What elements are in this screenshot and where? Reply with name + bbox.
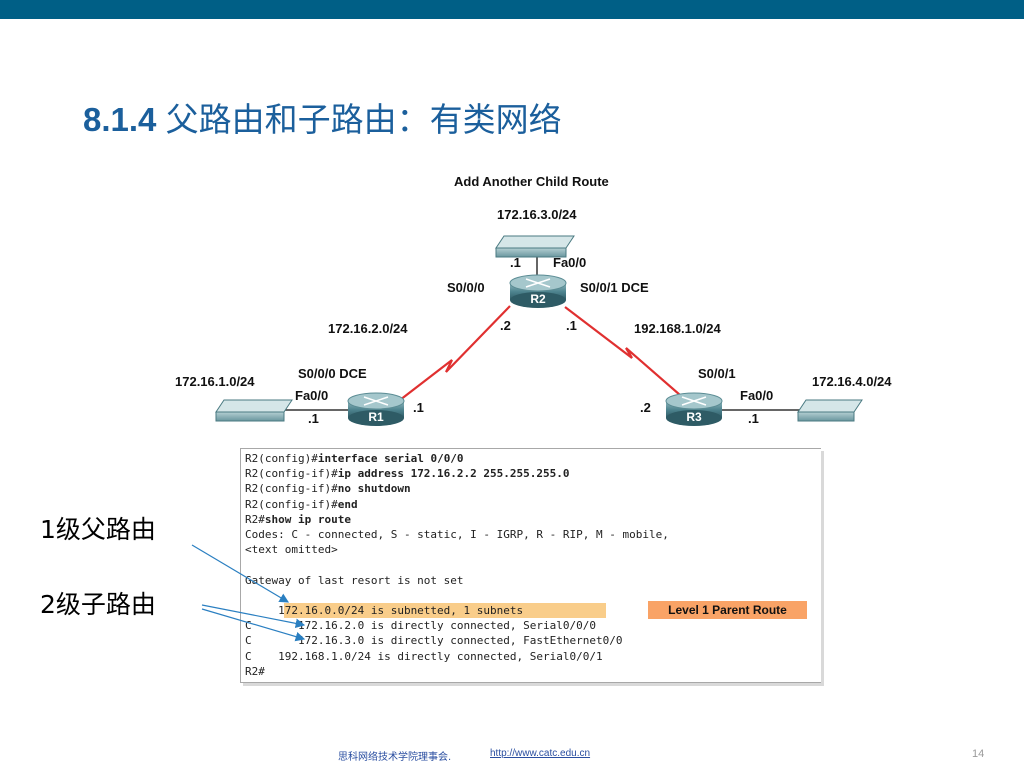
parent-route-label: Level 1 Parent Route (648, 601, 807, 619)
annotation-level2: 2级子路由 (40, 590, 156, 619)
network-diagram: Add Another Child Route R2 R1 (175, 174, 892, 426)
terminal-line: C 192.168.1.0/24 is directly connected, … (245, 650, 603, 664)
terminal-line: Codes: C - connected, S - static, I - IG… (245, 528, 669, 542)
r2-s-right-label: S0/0/1 DCE (580, 280, 649, 295)
terminal-line: R2# (245, 665, 265, 679)
terminal-line: R2(config-if)#no shutdown (245, 482, 411, 496)
terminal-line: C 172.16.2.0 is directly connected, Seri… (245, 619, 596, 633)
r1-serial-label: S0/0/0 DCE (298, 366, 367, 381)
terminal-line-command: show ip route (264, 512, 351, 526)
terminal-line-prefix: R2# (245, 664, 265, 678)
footer-url-link[interactable]: http://www.catc.edu.cn (490, 748, 591, 759)
router-icon: R3 (665, 392, 723, 426)
switch-icon (215, 399, 293, 422)
terminal-line-prefix: R2# (245, 512, 265, 526)
terminal-line-command: ip address 172.16.2.2 255.255.255.0 (337, 467, 570, 481)
terminal-line-prefix: Gateway of last resort is not set (245, 573, 464, 587)
r1-serial-ip: .1 (413, 400, 424, 415)
terminal-line: <text omitted> (245, 543, 338, 557)
footer-org: 思科网络技术学院理事会. (338, 752, 452, 763)
terminal-line: C 172.16.3.0 is directly connected, Fast… (245, 634, 623, 648)
r2-fa-ip: .1 (510, 255, 521, 270)
net-left-label: 172.16.1.0/24 (175, 374, 255, 389)
r2-ip-left: .2 (500, 318, 511, 333)
title-number: 8.1.4 (83, 101, 157, 138)
terminal-line-prefix: C 172.16.3.0 is directly connected, Fast… (245, 634, 623, 648)
top-bar (0, 0, 1024, 19)
r1-fa-ip: .1 (308, 411, 319, 426)
r2-fa-label: Fa0/0 (553, 255, 586, 270)
terminal-line-prefix: R2(config-if)# (245, 482, 338, 496)
router-r2-label: R2 (530, 292, 546, 306)
router-icon: R2 (509, 274, 567, 308)
terminal-line: R2(config-if)#ip address 172.16.2.2 255.… (245, 467, 570, 481)
annotation-level1: 1级父路由 (40, 515, 156, 544)
r3-fa-label: Fa0/0 (740, 388, 773, 403)
parent-route-highlight (284, 603, 606, 618)
terminal-panel (240, 448, 821, 683)
terminal-line: R2(config-if)#end (245, 498, 358, 512)
terminal-line-command: interface serial 0/0/0 (317, 452, 464, 465)
link-right-label: 192.168.1.0/24 (634, 321, 722, 336)
switch-icon (495, 235, 575, 258)
title-text: 父路由和子路由：有类网络 (165, 100, 562, 139)
terminal-line-prefix: <text omitted> (245, 543, 338, 557)
switch-icon (797, 399, 863, 422)
terminal-line-prefix: Codes: C - connected, S - static, I - IG… (245, 528, 669, 541)
r1-fa-label: Fa0/0 (295, 388, 328, 403)
terminal-line-prefix: R2(config)# (245, 452, 318, 465)
terminal-line-prefix: R2(config-if)# (245, 497, 338, 511)
terminal-line: 172.16.0.0/24 is subnetted, 1 subnets (245, 604, 523, 618)
net-top-label: 172.16.3.0/24 (497, 207, 577, 222)
r2-ip-right: .1 (566, 318, 577, 333)
terminal-line-command: end (337, 497, 358, 511)
r2-s-left-label: S0/0/0 (447, 280, 485, 295)
r3-serial-label: S0/0/1 (698, 366, 736, 381)
net-right-label: 172.16.4.0/24 (812, 374, 892, 389)
r3-fa-ip: .1 (748, 411, 759, 426)
slide-title: 8.1.4 父路由和子路由：有类网络 (83, 93, 562, 141)
link-left-label: 172.16.2.0/24 (328, 321, 408, 336)
router-r1-label: R1 (368, 410, 384, 424)
page-number: 14 (972, 748, 985, 760)
diagram-heading: Add Another Child Route (454, 174, 609, 189)
router-r3-label: R3 (686, 410, 702, 424)
serial-link-r1-r2 (399, 305, 511, 401)
terminal-line-prefix: C 192.168.1.0/24 is directly connected, … (245, 649, 603, 663)
router-icon: R1 (347, 392, 405, 426)
terminal-line: Gateway of last resort is not set (245, 574, 464, 588)
serial-link-r2-r3 (564, 306, 681, 396)
terminal-line: R2(config)#interface serial 0/0/0 (245, 452, 464, 466)
terminal-line-prefix: 172.16.0.0/24 is subnetted, 1 subnets (245, 604, 524, 617)
terminal-line-prefix: R2(config-if)# (245, 467, 338, 481)
terminal-line-prefix: C 172.16.2.0 is directly connected, Seri… (245, 619, 596, 633)
terminal-line-command: no shutdown (337, 482, 411, 496)
terminal-line: R2#show ip route (245, 513, 351, 527)
r3-serial-ip: .2 (640, 400, 651, 415)
